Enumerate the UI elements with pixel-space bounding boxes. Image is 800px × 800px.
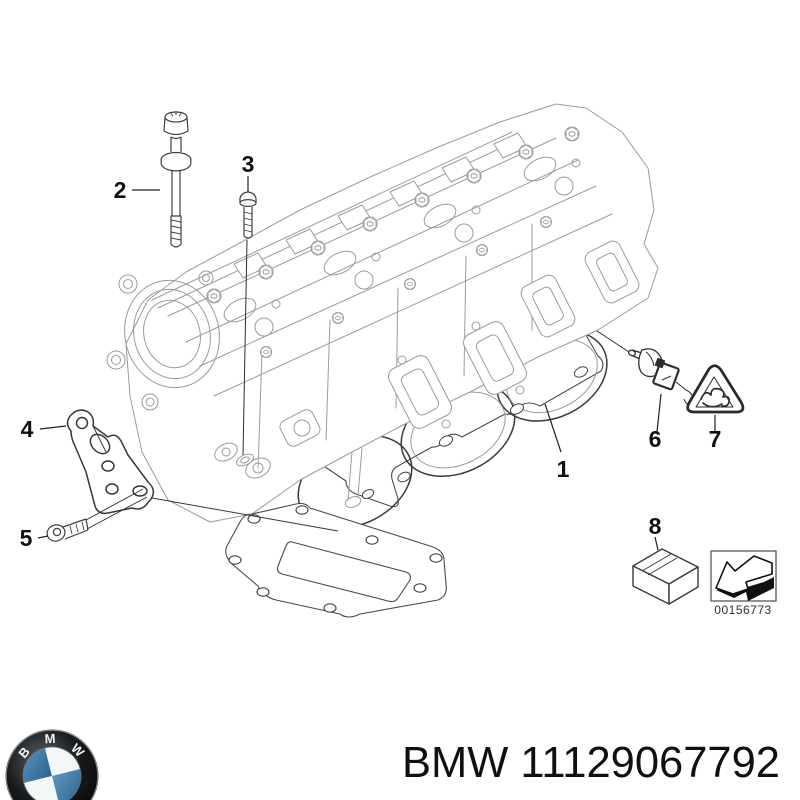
bmw-logo: B M W xyxy=(5,729,99,800)
photo-stamp: 00156773 xyxy=(710,550,777,617)
bracket-part xyxy=(66,409,339,532)
small-bolt-part xyxy=(236,191,257,467)
callout-8[interactable]: 8 xyxy=(649,513,662,551)
direction-arrow-icon xyxy=(715,555,774,601)
callout-6-label: 6 xyxy=(649,426,662,452)
cylinder-head-drawing xyxy=(106,103,659,523)
sealant-box-part xyxy=(632,548,699,605)
callout-6[interactable]: 6 xyxy=(649,393,662,452)
callout-3[interactable]: 3 xyxy=(242,151,255,192)
callout-2-label: 2 xyxy=(114,177,127,203)
callout-1[interactable]: 1 xyxy=(544,403,570,482)
callout-5[interactable]: 5 xyxy=(20,525,49,551)
callout-2[interactable]: 2 xyxy=(114,177,160,203)
countersunk-bolt-part xyxy=(46,488,148,542)
callout-3-label: 3 xyxy=(242,151,255,177)
callout-7-label: 7 xyxy=(709,426,722,452)
image-number: 00156773 xyxy=(714,603,771,617)
part-number-title: BMW 11129067792 xyxy=(402,738,780,787)
callout-5-label: 5 xyxy=(20,525,33,551)
warning-triangle-icon xyxy=(686,364,745,414)
end-cover-gasket-drawing xyxy=(225,502,447,618)
callout-7[interactable]: 7 xyxy=(709,415,722,452)
callout-1-label: 1 xyxy=(557,456,570,482)
temperature-sensor-part xyxy=(596,330,694,406)
stud-bolt-part xyxy=(160,111,192,248)
callout-8-label: 8 xyxy=(649,513,662,539)
callout-4-label: 4 xyxy=(21,416,34,442)
logo-letter-m: M xyxy=(44,731,56,747)
callout-4[interactable]: 4 xyxy=(21,416,67,442)
